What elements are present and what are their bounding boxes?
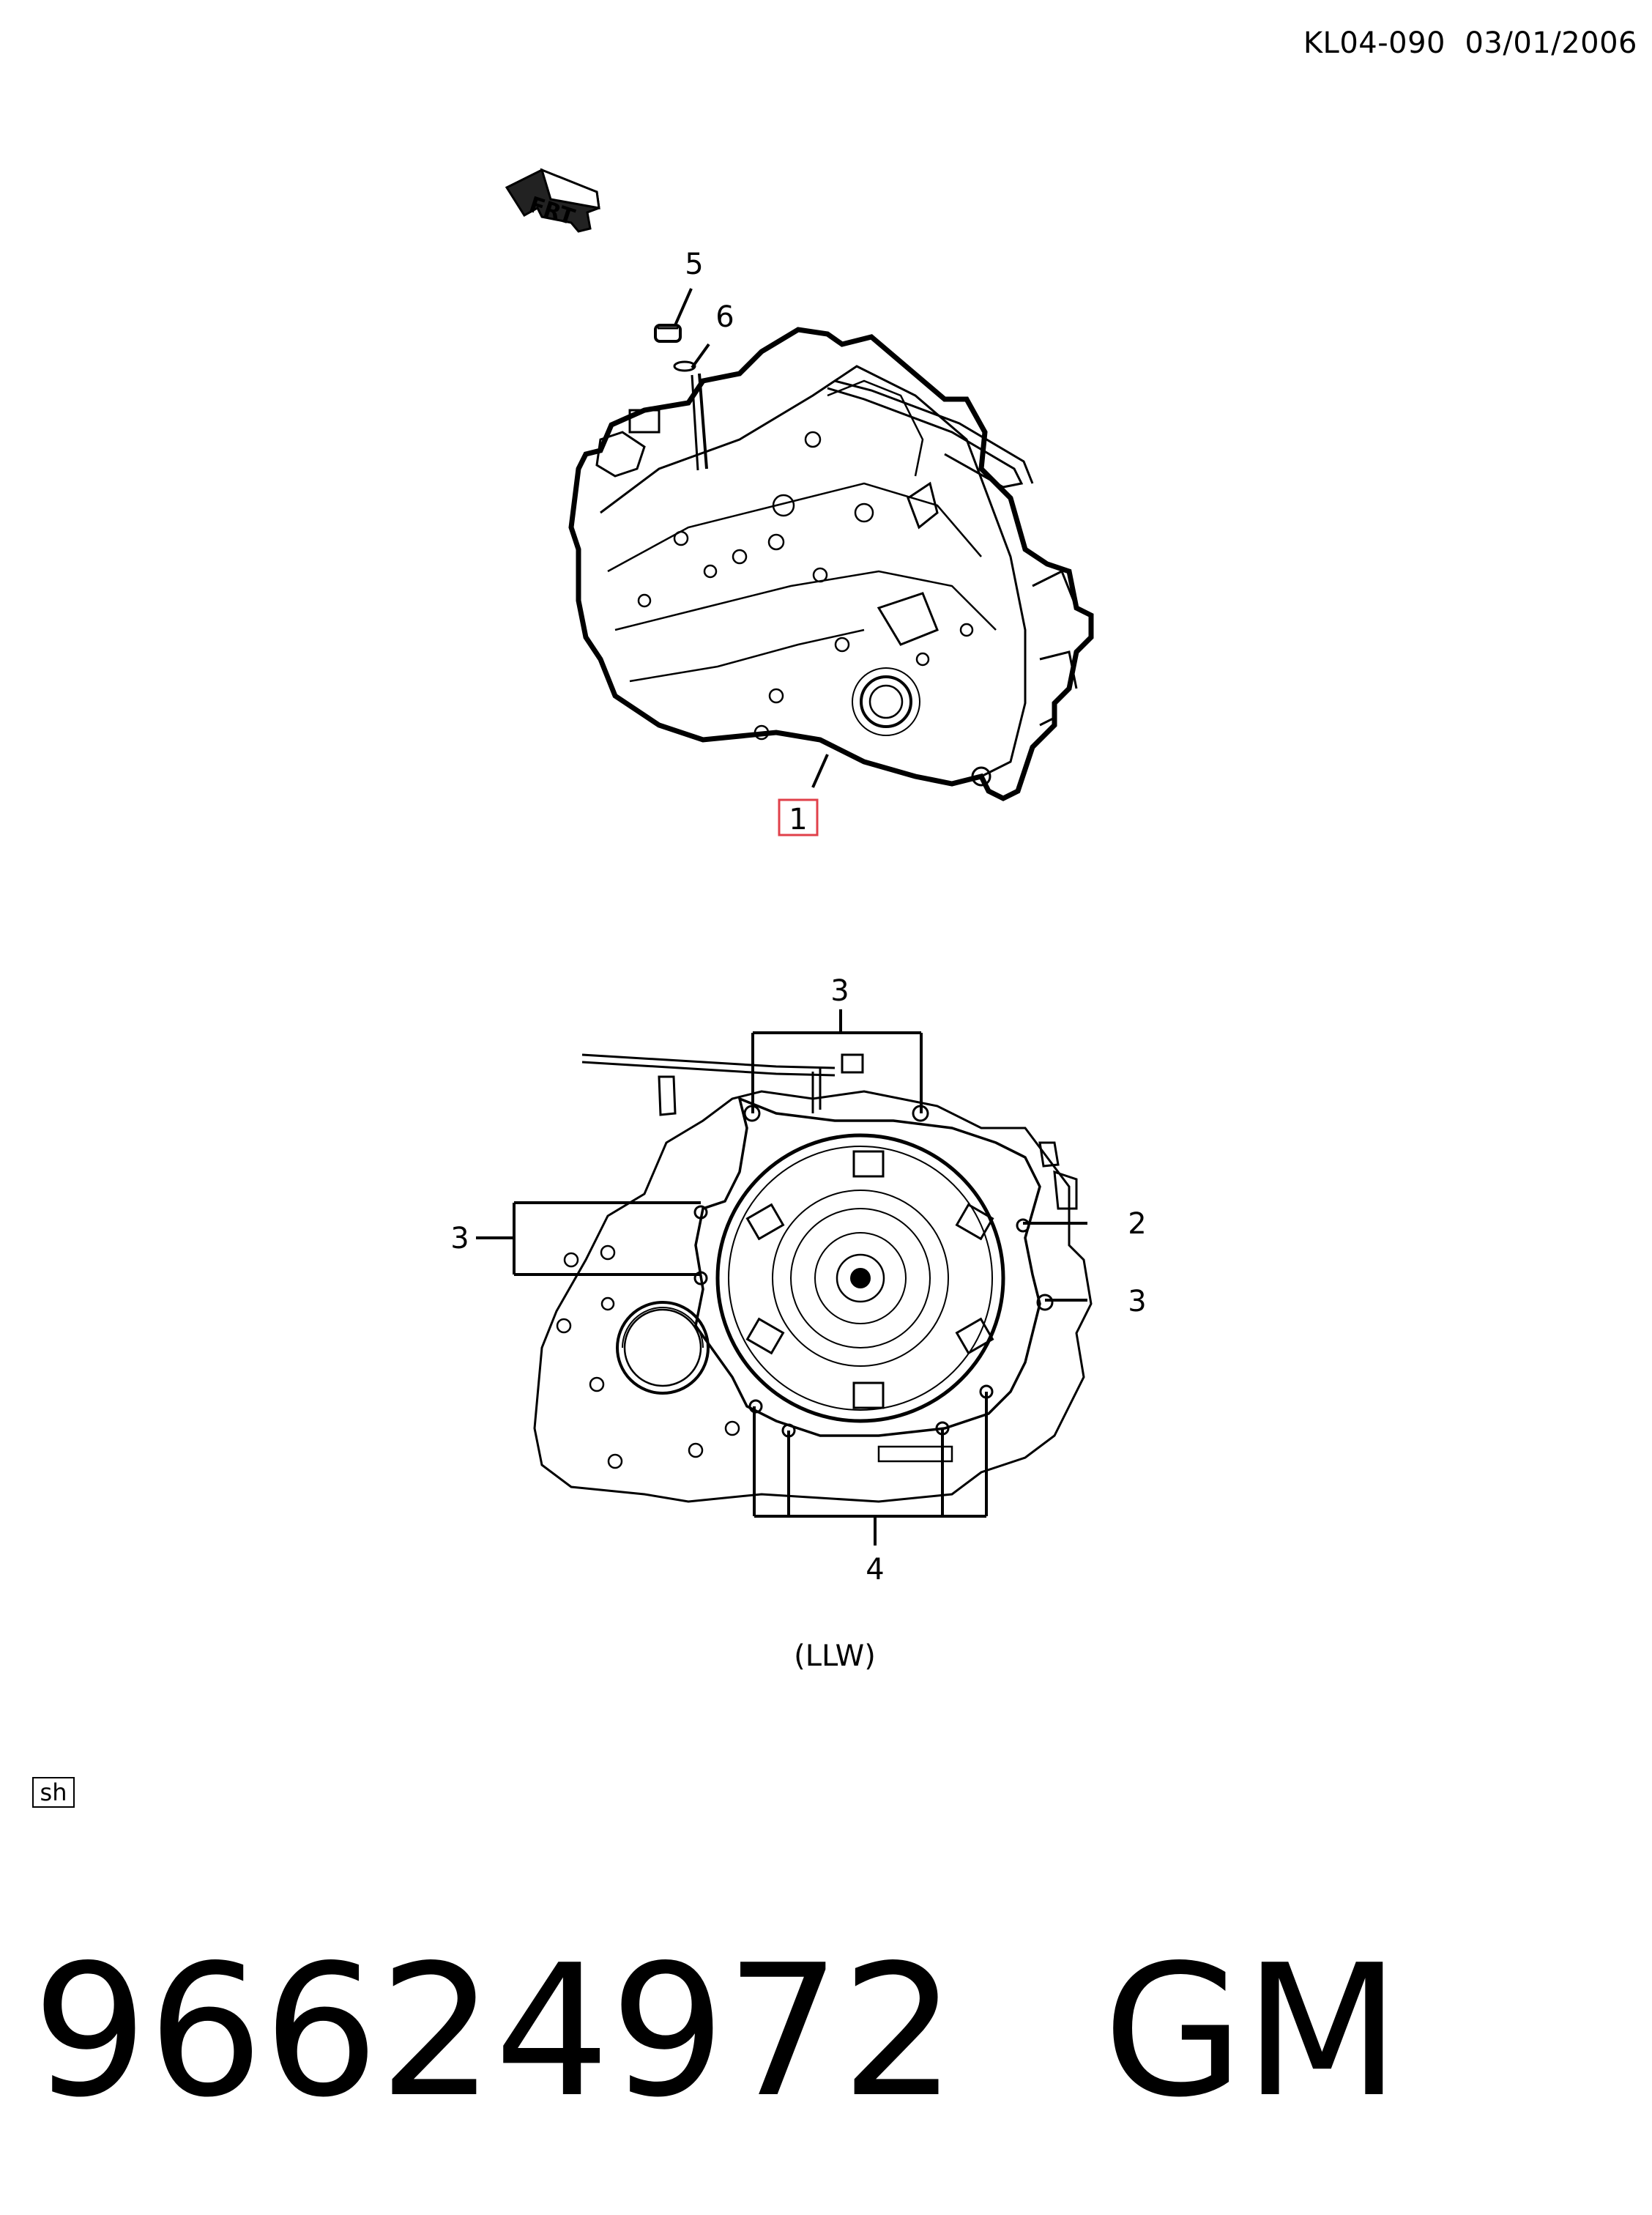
callout-bottom-4[interactable]: 4: [866, 1553, 884, 1587]
reference-code: KL04-090: [1303, 26, 1446, 60]
callout-right-2[interactable]: 2: [1128, 1207, 1146, 1241]
callout-left-3[interactable]: 3: [450, 1222, 469, 1255]
front-arrow-icon: FRT: [505, 168, 600, 233]
callout-top-3[interactable]: 3: [830, 974, 849, 1008]
callout-right-3[interactable]: 3: [1128, 1285, 1146, 1318]
transaxle-bell-housing-view: [533, 1053, 1093, 1503]
callout-1[interactable]: 1: [789, 803, 807, 836]
view-caption: (LLW): [794, 1639, 876, 1673]
callout-5[interactable]: 5: [685, 248, 703, 281]
transaxle-top-view: [568, 324, 1094, 801]
callout-6[interactable]: 6: [715, 300, 734, 334]
part-number: 96624972: [32, 1926, 957, 2137]
brand-label: GM: [1103, 1926, 1401, 2137]
header-reference: KL04-090 03/01/2006: [1303, 26, 1637, 60]
callout-1-highlight: [778, 798, 819, 836]
top-leader-lines: [674, 288, 710, 369]
reference-date: 03/01/2006: [1465, 26, 1637, 60]
part-footer: 96624972 GM: [32, 1941, 1400, 2123]
sh-tag: sh: [32, 1777, 75, 1808]
bottom-leader-lines: [476, 1009, 1087, 1546]
